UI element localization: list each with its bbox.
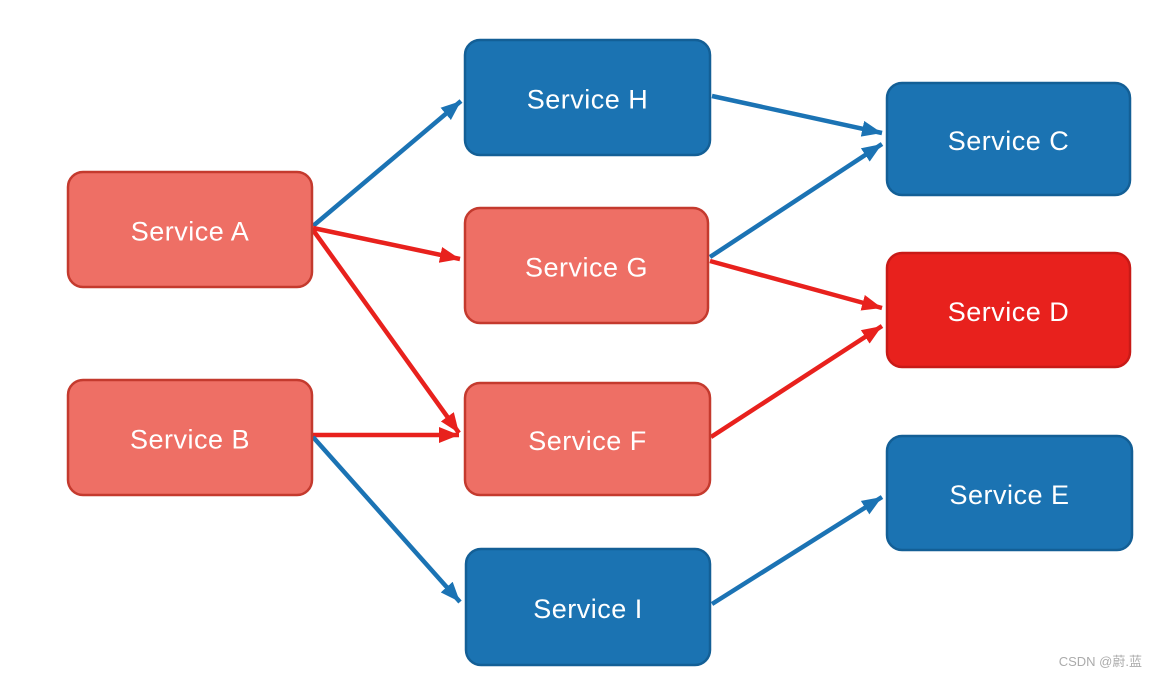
edge-service-i-service-e (710, 495, 884, 606)
node-box (463, 38, 712, 157)
node-label: Service F (528, 426, 647, 456)
edge-service-a-service-h (311, 99, 463, 228)
node-label: Service A (131, 217, 250, 247)
edge-service-a-service-f (311, 228, 461, 435)
node-label: Service G (525, 253, 648, 283)
node-label: Service B (130, 425, 250, 455)
node-service-h: Service H (463, 38, 712, 157)
edge-service-h-service-c (711, 93, 883, 137)
node-label: Service H (527, 85, 649, 115)
node-box (885, 81, 1132, 197)
node-box (66, 170, 314, 289)
node-service-a: Service A (66, 170, 314, 289)
node-label: Service D (948, 297, 1070, 327)
node-service-b: Service B (66, 378, 314, 497)
node-service-c: Service C (885, 81, 1132, 197)
watermark: CSDN @蔚.蓝 (1058, 654, 1142, 669)
node-box (885, 251, 1132, 369)
node-service-i: Service I (464, 547, 712, 667)
node-service-f: Service F (463, 381, 712, 497)
node-box (885, 434, 1134, 552)
node-box (66, 378, 314, 497)
edge-service-b-service-i (311, 435, 462, 604)
node-service-g: Service G (463, 206, 710, 325)
node-box (464, 547, 712, 667)
node-label: Service C (948, 126, 1070, 156)
edge-service-g-service-d (709, 258, 883, 311)
edge-service-g-service-c (708, 142, 884, 259)
node-box (463, 381, 712, 497)
node-service-e: Service E (885, 434, 1134, 552)
edge-service-a-service-g (312, 225, 461, 263)
edge-service-f-service-d (709, 324, 884, 439)
node-service-d: Service D (885, 251, 1132, 369)
node-label: Service E (949, 480, 1069, 510)
node-box (463, 206, 710, 325)
node-label: Service I (533, 594, 643, 624)
